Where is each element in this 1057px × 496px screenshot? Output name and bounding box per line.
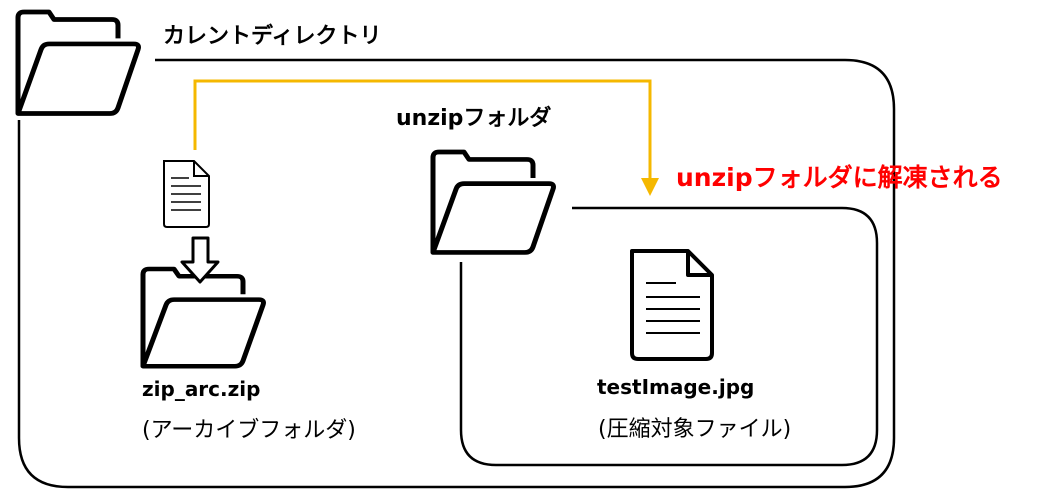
current-directory-container <box>17 58 896 489</box>
folder-icon <box>143 269 264 366</box>
document-icon <box>163 160 210 228</box>
folder-icon <box>18 12 139 114</box>
document-icon <box>630 249 714 361</box>
extract-arrow-line <box>193 79 652 180</box>
extract-annotation: unzipフォルダに解凍される <box>676 163 1003 192</box>
unzip-folder-label: unzipフォルダ <box>396 106 552 131</box>
zip-file-description: (アーカイブフォルダ) <box>142 418 356 443</box>
current-directory-label: カレントディレクトリ <box>163 24 382 49</box>
image-file-name: testImage.jpg <box>597 375 755 399</box>
zip-file-name: zip_arc.zip <box>142 377 261 401</box>
unzip-folder-container <box>459 206 879 467</box>
extract-arrow-head <box>641 178 659 196</box>
image-file-description: (圧縮対象ファイル) <box>598 417 792 442</box>
down-arrow-icon <box>180 236 220 284</box>
folder-icon <box>433 152 554 252</box>
